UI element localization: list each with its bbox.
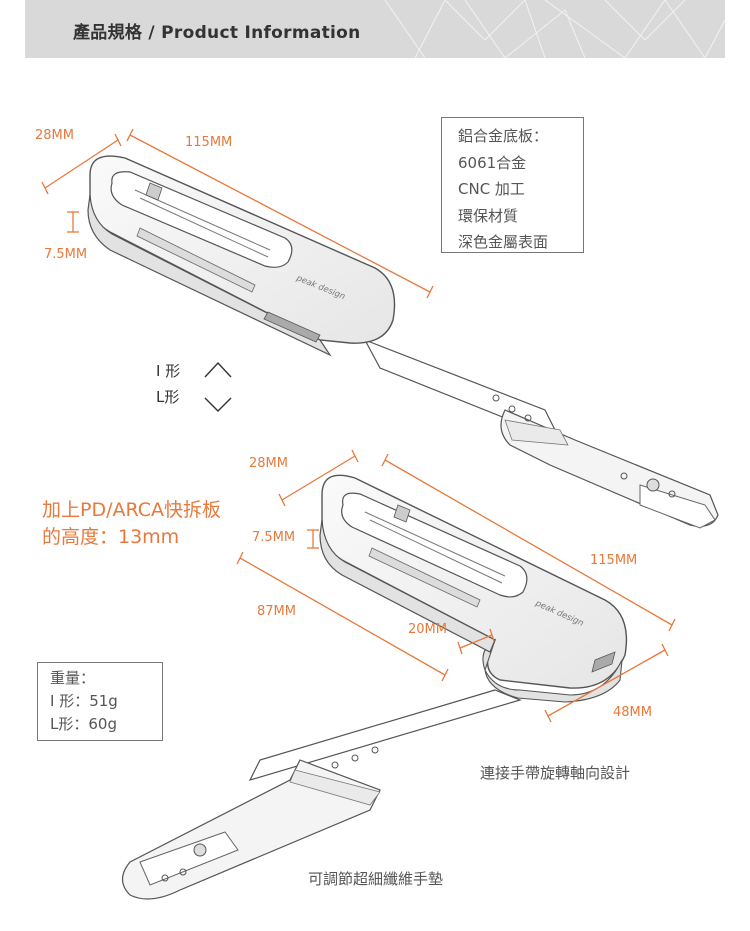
spec-line: CNC 加工	[458, 180, 525, 198]
dim-top-length: 115MM	[185, 135, 233, 150]
page-title: 產品規格 / Product Information	[73, 23, 361, 43]
pad-caption: 可調節超細纖維手墊	[308, 870, 444, 888]
dim-bottom-width: 28MM	[249, 456, 288, 471]
l-shape-dimension-lines	[236, 449, 676, 723]
dim-bottom-leg-long: 87MM	[257, 604, 296, 619]
spec-line: 鋁合金底板：	[458, 127, 549, 145]
dim-bottom-leg-short: 20MM	[408, 622, 447, 637]
l-shape-icon	[204, 397, 232, 412]
i-shape-label: I 形	[156, 362, 181, 380]
arca-height-note: 加上PD/ARCA快拆板 的高度：13mm	[42, 497, 221, 551]
dim-bottom-length: 115MM	[590, 553, 638, 568]
i-shape-icon	[204, 361, 232, 378]
spec-line: 6061合金	[458, 153, 527, 172]
weight-line: L形：60g	[50, 715, 117, 733]
spec-line: 環保材質	[458, 206, 519, 225]
arca-note-line: 的高度：13mm	[42, 526, 180, 548]
shape-icons	[204, 361, 232, 412]
arca-note-line: 加上PD/ARCA快拆板	[42, 499, 222, 521]
i-shape-dimension-lines	[41, 128, 434, 299]
weight-box: 重量： I 形：51g L形：60g	[37, 662, 163, 741]
spec-line: 深色金屬表面	[458, 233, 549, 251]
dim-bottom-thickness: 7.5MM	[252, 530, 296, 545]
header-pattern	[384, 0, 725, 58]
l-shape-label: L形	[156, 388, 180, 406]
l-shape-plate: peak design	[121, 474, 628, 900]
weight-line: I 形：51g	[50, 692, 118, 710]
material-spec-box: 鋁合金底板： 6061合金 CNC 加工 環保材質 深色金屬表面	[441, 117, 584, 253]
weight-line: 重量：	[50, 669, 96, 687]
dim-bottom-leg-width: 48MM	[613, 705, 652, 720]
rotation-caption: 連接手帶旋轉軸向設計	[480, 764, 631, 782]
i-shape-plate: peak design	[87, 155, 719, 529]
dim-top-width: 28MM	[35, 128, 74, 143]
header-bar: 產品規格 / Product Information	[25, 0, 725, 58]
dim-top-thickness: 7.5MM	[44, 247, 88, 262]
